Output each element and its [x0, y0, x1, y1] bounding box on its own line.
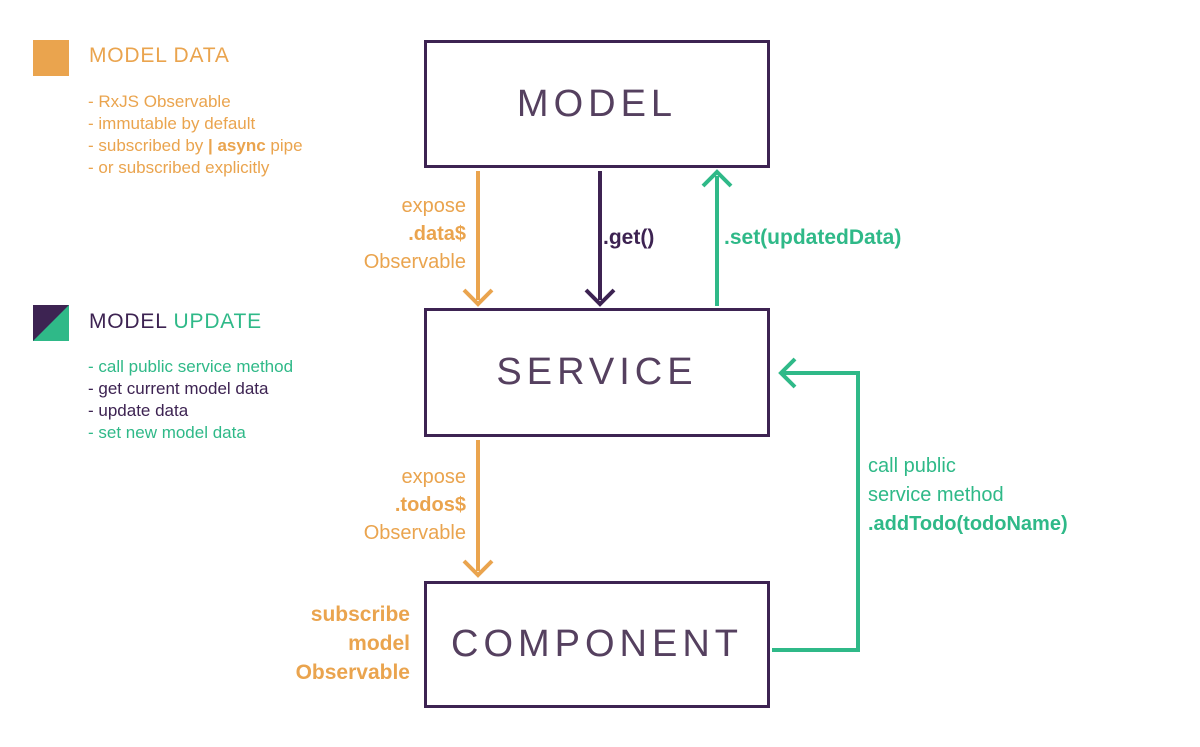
component-box: COMPONENT: [424, 581, 770, 708]
label-subscribe-line2: model: [348, 632, 410, 655]
label-expose-data-line2: .data$: [408, 223, 466, 245]
legend-title-word-model: MODEL: [89, 310, 167, 333]
legend-item-async-prefix: - subscribed by: [88, 136, 208, 155]
label-call-public-line3: .addTodo(todoName): [868, 513, 1068, 535]
legend-item-async-suffix: pipe: [265, 136, 303, 155]
legend-item-explicit: - or subscribed explicitly: [88, 158, 270, 177]
legend-item-set-new: - set new model data: [88, 423, 246, 442]
label-expose-todos-line1: expose: [401, 466, 467, 488]
label-subscribe-line3: Observable: [295, 661, 410, 684]
legend-item-update-data: - update data: [88, 401, 189, 420]
model-box-title: MODEL: [516, 82, 678, 125]
model-data-swatch: [33, 40, 69, 76]
label-expose-data-line1: expose: [401, 195, 467, 217]
label-expose-todos-line3: Observable: [363, 522, 466, 544]
legend-item-get-current: - get current model data: [88, 379, 269, 398]
legend-item-call-public: - call public service method: [88, 357, 294, 376]
label-expose-data: expose .data$ Observable: [364, 192, 466, 276]
legend-model-update-list: - call public service method - get curre…: [88, 356, 293, 444]
legend-item-async-bold: | async: [208, 136, 266, 155]
legend-model-data-title: MODEL DATA: [89, 44, 230, 67]
label-subscribe-model: subscribe model Observable: [296, 600, 410, 687]
model-update-swatch: [33, 305, 69, 341]
legend-item-async-pipe: - subscribed by | async pipe: [88, 135, 303, 157]
arrow-expose-todos: [462, 440, 494, 578]
label-call-public-line1: call public: [868, 455, 956, 477]
label-subscribe-line1: subscribe: [310, 603, 410, 626]
arrow-add-todo: [772, 357, 860, 652]
label-get-method: .get(): [603, 226, 655, 249]
legend-item-rxjs: - RxJS Observable: [88, 92, 231, 111]
legend-model-update-title: MODEL UPDATE: [89, 310, 262, 334]
legend-title-word-update: UPDATE: [173, 310, 262, 333]
service-box-title: SERVICE: [496, 351, 698, 393]
legend-model-data-list: - RxJS Observable - immutable by default…: [88, 91, 303, 179]
model-box: MODEL: [424, 40, 770, 168]
legend-item-immutable: - immutable by default: [88, 114, 256, 133]
label-expose-todos: expose .todos$ Observable: [364, 463, 466, 547]
label-call-public-line2: service method: [868, 484, 1004, 506]
service-box: SERVICE: [424, 308, 770, 437]
label-call-public: call public service method .addTodo(todo…: [868, 452, 1068, 539]
label-expose-todos-line2: .todos$: [394, 494, 466, 516]
arrow-expose-data: [462, 171, 494, 307]
label-expose-data-line3: Observable: [363, 251, 466, 273]
component-box-title: COMPONENT: [451, 623, 743, 665]
label-set-method: .set(updatedData): [724, 226, 902, 249]
